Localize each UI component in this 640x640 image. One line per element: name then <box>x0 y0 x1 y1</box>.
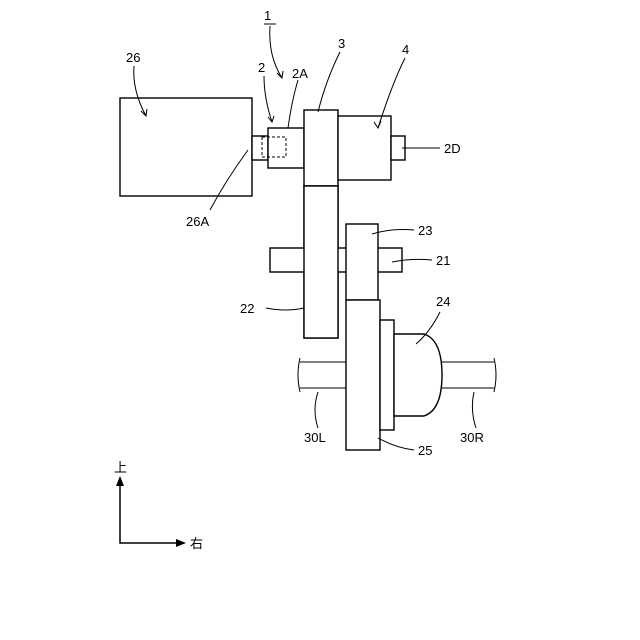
label-26A: 26A <box>186 214 209 229</box>
differential-24 <box>394 334 442 416</box>
gear-22 <box>304 186 338 338</box>
label-26: 26 <box>126 50 140 65</box>
gear-3 <box>304 110 338 186</box>
label-30R: 30R <box>460 430 484 445</box>
leader-25 <box>378 438 414 450</box>
ring-gear-25 <box>346 300 380 450</box>
leader-1 <box>270 26 282 78</box>
direction-up-label: 上 <box>114 460 127 475</box>
label-23: 23 <box>418 223 432 238</box>
label-22: 22 <box>240 301 254 316</box>
label-25: 25 <box>418 443 432 458</box>
direction-right-label: 右 <box>190 536 203 551</box>
label-24: 24 <box>436 294 450 309</box>
leader-30L <box>315 392 318 428</box>
label-2A: 2A <box>292 66 308 81</box>
axle-30R-break <box>494 358 496 392</box>
unit-4 <box>338 116 391 180</box>
leader-30R <box>472 392 476 428</box>
motor-26 <box>120 98 252 196</box>
label-2: 2 <box>258 60 265 75</box>
label-4: 4 <box>402 42 409 57</box>
label-30L: 30L <box>304 430 326 445</box>
direction-axes <box>120 482 180 543</box>
label-1: 1 <box>264 8 271 23</box>
right-arrow-head <box>176 539 186 547</box>
leader-22 <box>266 308 304 310</box>
leader-2A <box>288 80 298 128</box>
leader-2 <box>264 76 272 122</box>
up-arrow-head <box>116 476 124 486</box>
gear-23 <box>346 224 378 300</box>
motor-shaft <box>252 136 268 160</box>
axle-30L-break <box>298 358 300 392</box>
leader-3 <box>318 52 340 112</box>
label-21: 21 <box>436 253 450 268</box>
label-2D: 2D <box>444 141 461 156</box>
label-3: 3 <box>338 36 345 51</box>
differential-plate <box>380 320 394 430</box>
